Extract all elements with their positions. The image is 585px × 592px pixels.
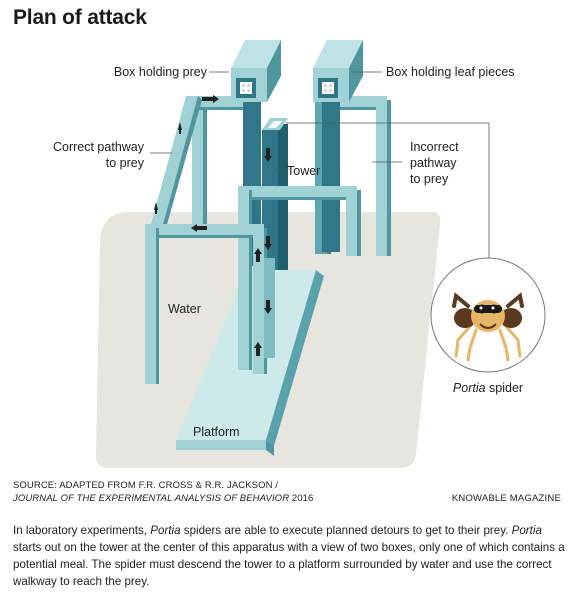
source-credit: SOURCE: ADAPTED FROM F.R. CROSS & R.R. J… — [13, 479, 313, 505]
label-box-prey: Box holding prey — [114, 65, 208, 79]
brand-credit: KNOWABLE MAGAZINE — [451, 493, 561, 504]
label-correct-line2: to prey — [106, 156, 145, 170]
label-incorrect-line1: Incorrect — [410, 140, 459, 154]
label-spider-suffix: spider — [486, 381, 524, 395]
label-box-leaf: Box holding leaf pieces — [386, 65, 515, 79]
caption-portia-2: Portia — [511, 524, 542, 537]
caption-part1: In laboratory experiments, — [13, 524, 151, 537]
left-back-frame — [150, 96, 252, 234]
label-incorrect-line3: to prey — [410, 172, 449, 186]
label-correct-line1: Correct pathway — [53, 140, 145, 154]
source-journal: JOURNAL OF THE EXPERIMENTAL ANALYSIS OF … — [13, 493, 290, 504]
label-spider-genus: Portia — [453, 381, 486, 395]
path-arrows — [154, 95, 272, 356]
page-title: Plan of attack — [13, 6, 147, 29]
leaf-box — [313, 40, 363, 252]
label-water: Water — [168, 302, 201, 316]
caption: In laboratory experiments, Portia spider… — [13, 522, 571, 590]
source-line2: JOURNAL OF THE EXPERIMENTAL ANALYSIS OF … — [13, 492, 313, 505]
portia-spider-illustration — [430, 257, 546, 373]
caption-part3: starts out on the tower at the center of… — [13, 541, 565, 588]
label-platform: Platform — [193, 425, 240, 439]
leader-lines — [150, 71, 490, 273]
source-line1: SOURCE: ADAPTED FROM F.R. CROSS & R.R. J… — [13, 480, 279, 491]
label-incorrect-line2: pathway — [410, 156, 457, 170]
apparatus-diagram: Box holding prey Box holding leaf pieces… — [53, 40, 546, 468]
source-year: 2016 — [289, 493, 314, 504]
label-spider: Portia spider — [453, 381, 523, 395]
caption-portia-1: Portia — [150, 524, 181, 537]
caption-part2: spiders are able to execute planned deto… — [180, 524, 512, 537]
label-tower: Tower — [287, 164, 320, 178]
